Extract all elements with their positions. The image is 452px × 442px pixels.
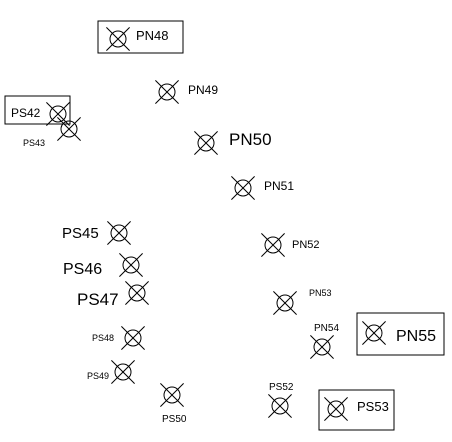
point-ps50: PS50 (160, 383, 187, 425)
point-pn50: PN50 (194, 130, 272, 155)
label-pn52: PN52 (292, 239, 320, 251)
marker-pn52-icon (261, 233, 285, 257)
point-pn48: PN48 (97, 20, 184, 54)
point-ps47: PS47 (77, 281, 149, 309)
point-pn53: PN53 (273, 288, 332, 315)
label-ps50: PS50 (162, 414, 187, 425)
label-pn53: PN53 (309, 288, 332, 298)
marker-ps45-icon (107, 221, 131, 245)
marker-circle (49, 105, 67, 123)
point-ps45: PS45 (62, 221, 131, 245)
marker-cross-b (268, 394, 292, 418)
label-box-ps53 (318, 389, 395, 431)
marker-ps48-icon (121, 326, 145, 350)
label-ps46: PS46 (63, 261, 102, 278)
point-pn54: PN54 (310, 323, 339, 359)
marker-cross-b (194, 131, 218, 155)
marker-circle (197, 134, 215, 152)
marker-cross-b (125, 281, 149, 305)
point-ps53: PS53 (318, 389, 395, 431)
marker-pn54-icon (310, 335, 334, 359)
marker-cross-b (121, 326, 145, 350)
point-ps46: PS46 (63, 253, 143, 278)
marker-cross-b (324, 397, 348, 421)
point-ps52: PS52 (268, 382, 294, 418)
point-ps48: PS48 (92, 326, 145, 350)
marker-cross-b (310, 335, 334, 359)
point-ps49: PS49 (87, 360, 135, 384)
label-box-ps42 (4, 95, 71, 125)
marker-circle (276, 294, 294, 312)
point-pn49: PN49 (155, 80, 218, 104)
label-ps42: PS42 (11, 106, 41, 120)
marker-ps52-icon (268, 394, 292, 418)
point-ps43: PS43 (23, 117, 81, 148)
marker-pn53-icon (273, 291, 297, 315)
label-box-pn48 (97, 20, 184, 54)
marker-circle (122, 256, 140, 274)
marker-pn49-icon (155, 80, 179, 104)
marker-pn50-icon (194, 131, 218, 155)
label-ps45: PS45 (62, 225, 99, 242)
marker-circle (271, 397, 289, 415)
marker-cross-b (155, 80, 179, 104)
marker-circle (313, 338, 331, 356)
marker-pn51-icon (231, 176, 255, 200)
marker-ps43-icon (57, 117, 81, 141)
marker-cross-b (46, 102, 70, 126)
marker-circle (114, 363, 132, 381)
marker-circle (158, 83, 176, 101)
marker-cross-b (231, 176, 255, 200)
marker-circle (327, 400, 345, 418)
marker-circle (60, 120, 78, 138)
marker-circle (365, 324, 383, 342)
marker-ps47-icon (125, 281, 149, 305)
label-ps48: PS48 (92, 333, 114, 343)
marker-pn48-icon (106, 27, 130, 51)
marker-cross-b (160, 383, 184, 407)
marker-cross-b (362, 321, 386, 345)
marker-ps53-icon (324, 397, 348, 421)
marker-cross-b (111, 360, 135, 384)
marker-ps46-icon (119, 253, 143, 277)
label-ps49: PS49 (87, 371, 109, 381)
marker-cross-b (106, 27, 130, 51)
label-pn54: PN54 (314, 323, 339, 334)
marker-circle (264, 236, 282, 254)
label-pn50: PN50 (229, 130, 272, 149)
label-box-pn55 (356, 312, 445, 356)
label-ps47: PS47 (77, 290, 119, 309)
marker-circle (109, 30, 127, 48)
label-pn48: PN48 (136, 28, 169, 43)
label-pn55: PN55 (396, 328, 436, 345)
point-pn55: PN55 (356, 312, 445, 356)
label-ps43: PS43 (23, 138, 45, 148)
label-pn49: PN49 (188, 83, 218, 97)
marker-cross-b (57, 117, 81, 141)
point-pn52: PN52 (261, 233, 320, 257)
point-ps42: PS42 (4, 95, 71, 126)
marker-cross-b (261, 233, 285, 257)
label-pn51: PN51 (264, 179, 294, 193)
marker-ps49-icon (111, 360, 135, 384)
marker-ps42-icon (46, 102, 70, 126)
marker-ps50-icon (160, 383, 184, 407)
marker-pn55-icon (362, 321, 386, 345)
label-ps52: PS52 (269, 382, 294, 393)
marker-cross-b (107, 221, 131, 245)
marker-circle (110, 224, 128, 242)
marker-circle (163, 386, 181, 404)
marker-circle (128, 284, 146, 302)
point-pn51: PN51 (231, 176, 294, 200)
marker-cross-b (273, 291, 297, 315)
marker-circle (124, 329, 142, 347)
label-ps53: PS53 (357, 399, 389, 414)
marker-circle (234, 179, 252, 197)
marker-cross-b (119, 253, 143, 277)
